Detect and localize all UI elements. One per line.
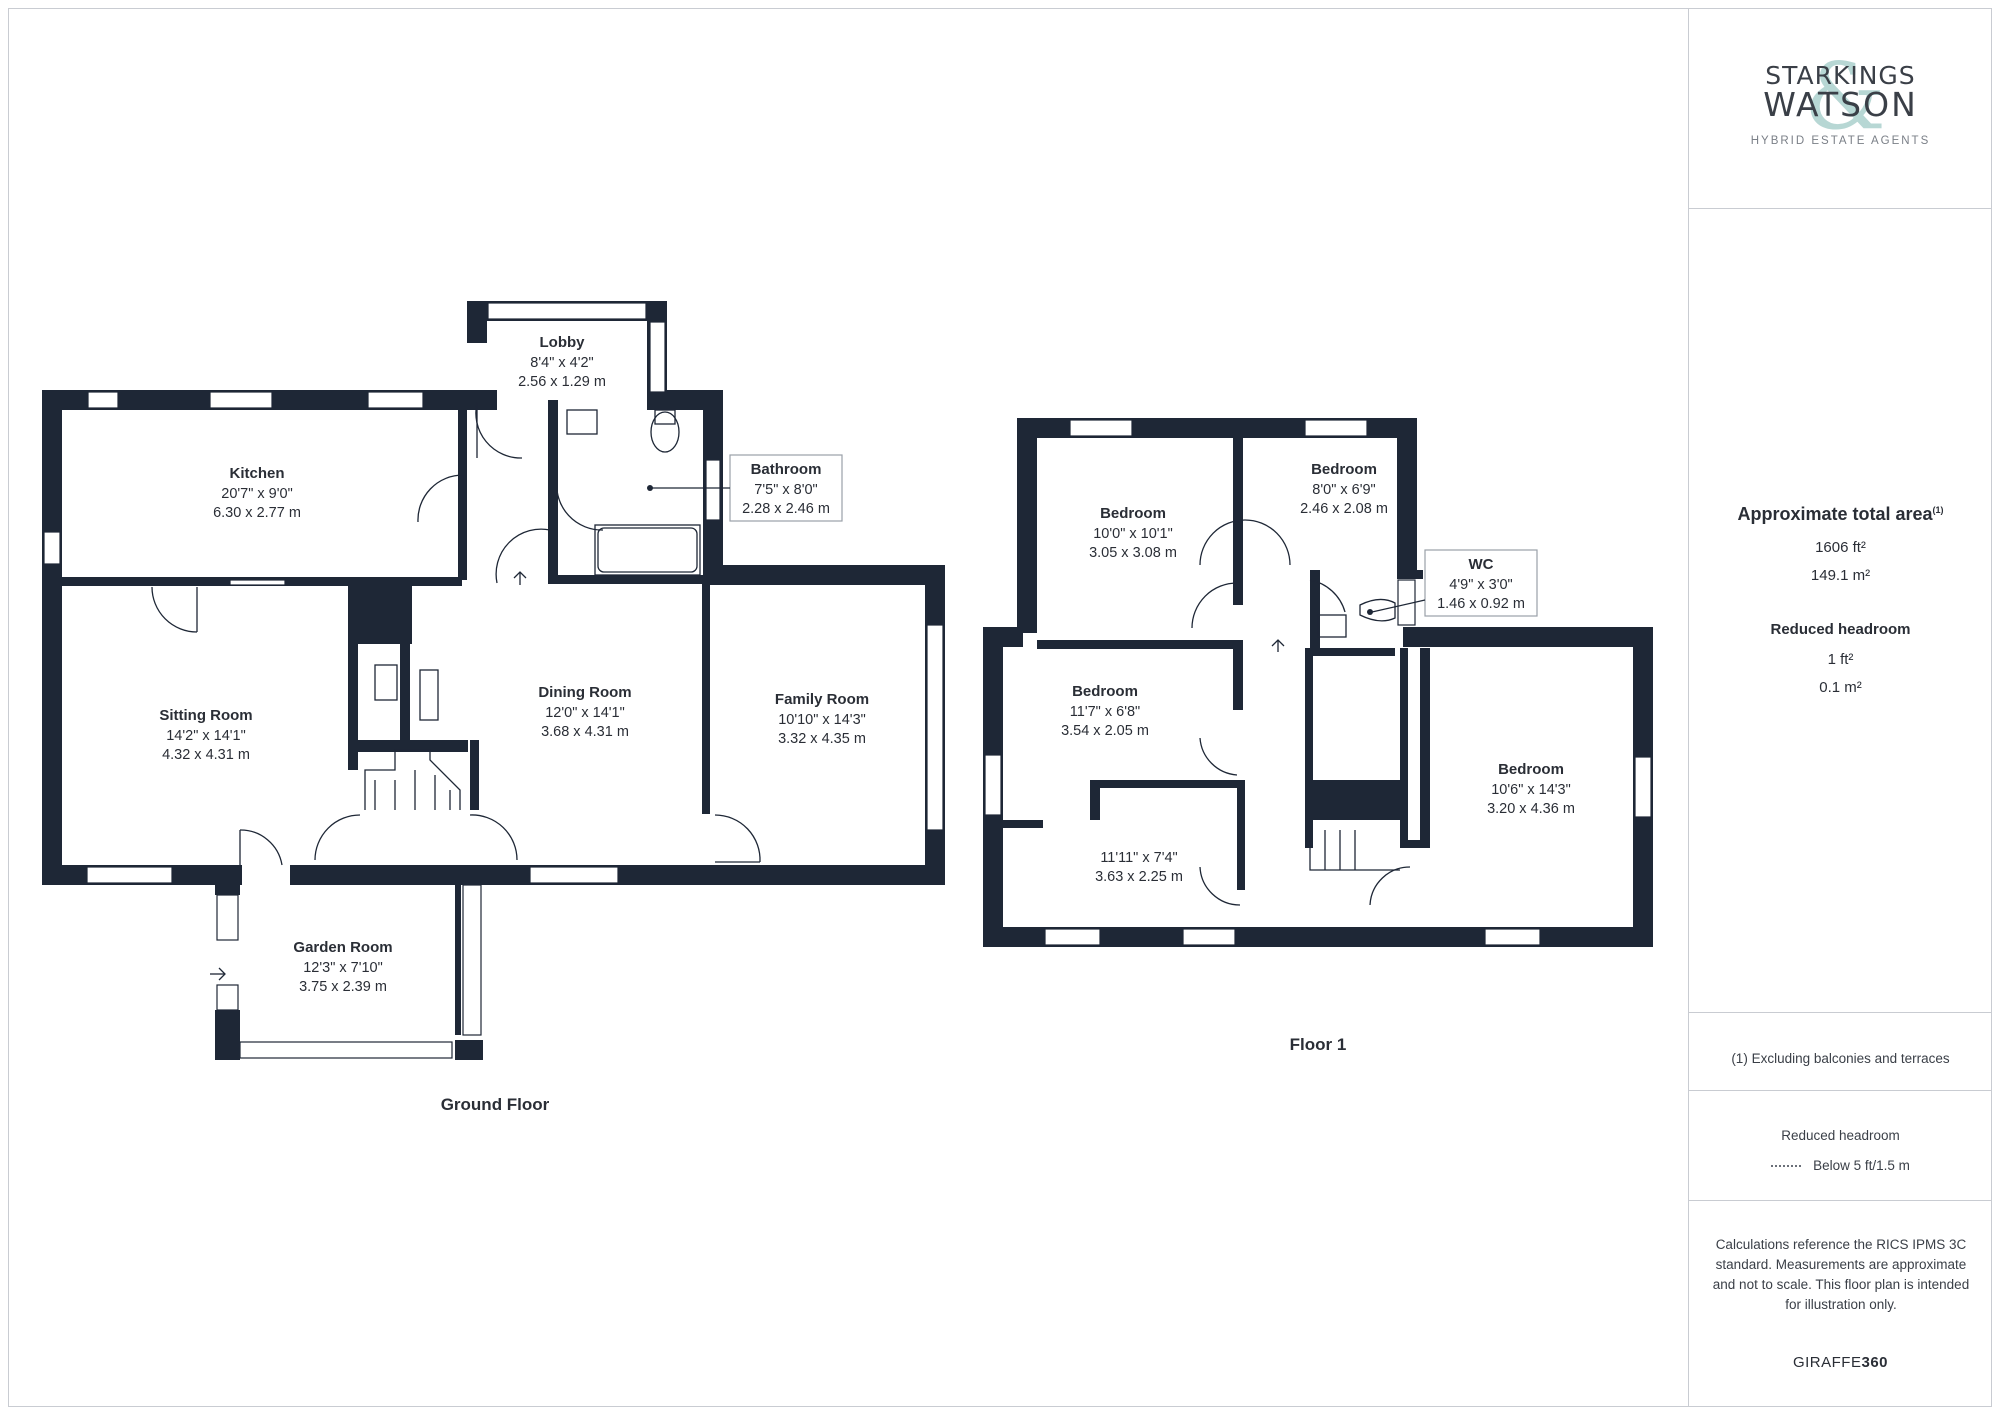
logo-tagline: HYBRID ESTATE AGENTS [1750,135,1931,147]
giraffe360-credit: GIRAFFE360 [1689,1354,1992,1371]
sitting-imperial: 14'2" x 14'1" [166,728,246,744]
bed1-metric: 3.05 x 3.08 m [1089,545,1177,561]
wc-callout-box [1424,549,1538,617]
wc-metric: 1.46 x 0.92 m [1437,596,1525,612]
bed3-name: Bedroom [1072,683,1138,700]
dotted-line-icon [1771,1165,1802,1168]
footnote: (1) Excluding balconies and terraces [1731,1051,1950,1066]
kitchen-imperial: 20'7" x 9'0" [221,486,292,502]
bathroom-imperial: 7'5" x 8'0" [754,482,817,498]
lobby-metric: 2.56 x 1.29 m [518,374,606,390]
family-name: Family Room [775,691,869,708]
dining-name: Dining Room [538,684,631,701]
bed2-metric: 2.46 x 2.08 m [1300,501,1388,517]
family-metric: 3.32 x 4.35 m [778,731,866,747]
divider [1689,1090,1992,1091]
kitchen-name: Kitchen [229,465,284,482]
info-sidebar: & STARKINGS WATSON HYBRID ESTATE AGENTS … [1688,8,1992,1407]
walls [42,301,1653,1060]
garden-imperial: 12'3" x 7'10" [303,960,383,976]
legend-item-text: Below 5 ft/1.5 m [1813,1158,1910,1173]
area-sqft: 1606 ft² [1815,539,1866,556]
bed3-imperial: 11'7" x 6'8" [1070,704,1140,720]
legend-item: Below 5 ft/1.5 m [1689,1158,1992,1173]
bed4-name: Bedroom [1498,761,1564,778]
area-sqm: 149.1 m² [1810,567,1871,584]
logo-line1: STARKINGS [1765,61,1916,90]
garden-name: Garden Room [293,939,392,956]
family-imperial: 10'10" x 14'3" [778,712,866,728]
credit-part-a: GIRAFFE [1792,1354,1862,1371]
bed3-metric: 3.54 x 2.05 m [1061,723,1149,739]
bed4-imperial: 10'6" x 14'3" [1491,782,1571,798]
reduced-sqft: 1 ft² [1827,651,1854,668]
sitting-name: Sitting Room [159,707,252,724]
brand-logo: & STARKINGS WATSON HYBRID ESTATE AGENTS [1689,51,1992,148]
lobby-imperial: 8'4" x 4'2" [530,355,593,371]
bathroom-name: Bathroom [751,461,822,478]
divider [1689,1012,1992,1013]
first-floor-label: Floor 1 [1290,1035,1347,1054]
disclaimer: Calculations reference the RICS IPMS 3C … [1712,1237,1970,1312]
ground-floor-label: Ground Floor [441,1095,550,1114]
page-frame [8,8,1992,1407]
windows [43,302,1652,1059]
bed4-metric: 3.20 x 4.36 m [1487,801,1575,817]
wc-name: WC [1469,556,1494,573]
room-labels: Lobby 8'4" x 4'2" 2.56 x 1.29 m Kitchen … [159,334,1575,1114]
bathroom-callout-box [729,454,843,522]
bed2-name: Bedroom [1311,461,1377,478]
sitting-metric: 4.32 x 4.31 m [162,747,250,763]
reduced-sqm: 0.1 m² [1819,679,1862,696]
bed1-name: Bedroom [1100,505,1166,522]
room5-metric: 3.63 x 2.25 m [1095,869,1183,885]
logo-ampersand: & [1804,43,1886,150]
bed2-imperial: 8'0" x 6'9" [1312,482,1375,498]
kitchen-metric: 6.30 x 2.77 m [213,505,301,521]
area-title: Approximate total area(1) [1689,504,1992,525]
room5-imperial: 11'11" x 7'4" [1100,850,1177,866]
wc-imperial: 4'9" x 3'0" [1449,577,1512,593]
legend-title: Reduced headroom [1781,1128,1900,1143]
garden-metric: 3.75 x 2.39 m [299,979,387,995]
doors-and-fixtures [151,402,1411,981]
credit-part-b: 360 [1861,1354,1889,1371]
divider [1689,208,1992,209]
bed1-imperial: 10'0" x 10'1" [1093,526,1173,542]
area-title-text: Approximate total area [1737,504,1933,524]
reduced-headroom-title: Reduced headroom [1770,621,1911,638]
bathroom-metric: 2.28 x 2.46 m [742,501,830,517]
divider [1689,1200,1992,1201]
logo-line2: WATSON [1763,85,1918,124]
area-note-ref: (1) [1932,505,1944,515]
dining-imperial: 12'0" x 14'1" [545,705,625,721]
dining-metric: 3.68 x 4.31 m [541,724,629,740]
lobby-name: Lobby [540,334,586,351]
